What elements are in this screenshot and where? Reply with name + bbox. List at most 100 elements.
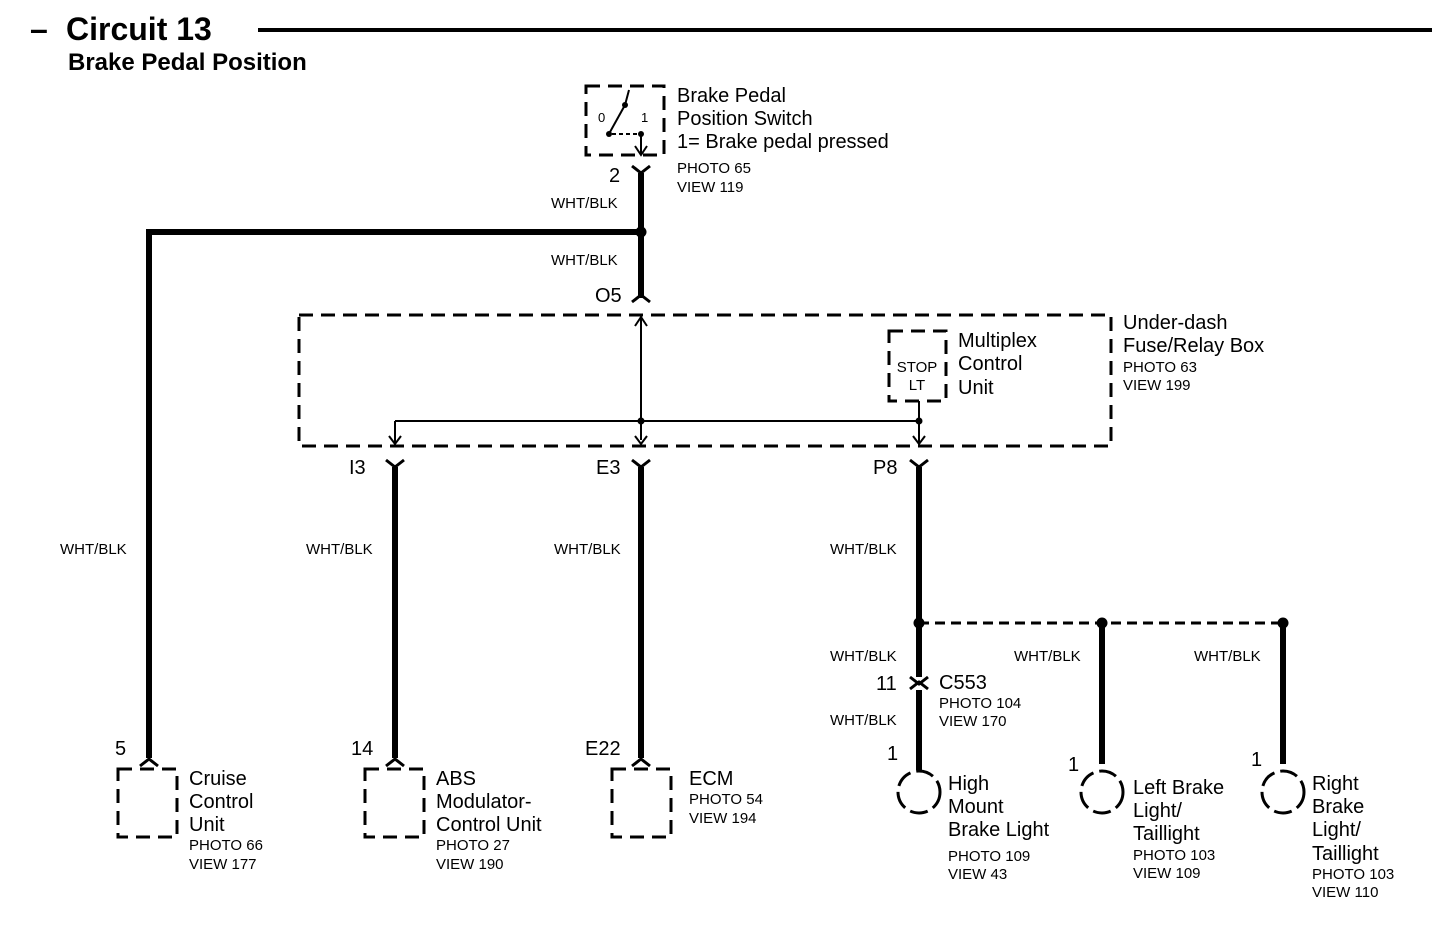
switch-pin-label: 2 [609, 165, 620, 187]
under-dash-fuse-relay-box: Under-dash Fuse/Relay Box PHOTO 63 VIEW … [297, 312, 1264, 479]
mcu-name-line-2: Control [958, 353, 1022, 375]
switch-lever-link [624, 89, 630, 106]
wire-label-abs: WHT/BLK [306, 541, 373, 558]
left-light-bulb-icon [1079, 769, 1125, 815]
high-mount-view-ref: VIEW 43 [948, 866, 1007, 883]
switch-position-1: 1 [641, 110, 648, 125]
branch-wiring: WHT/BLK WHT/BLK WHT/BLK WHT/BLK WHT/BLK … [306, 467, 1289, 770]
abs-dashed-box [363, 767, 426, 839]
left-light-photo-ref: PHOTO 103 [1133, 847, 1215, 864]
right-light-name-line-4: Taillight [1312, 843, 1379, 865]
ecm-connector [631, 757, 651, 768]
ecm-unit: E22 ECM PHOTO 54 VIEW 194 [585, 738, 763, 839]
switch-connector-symbol [631, 164, 651, 175]
title-dash: – [30, 11, 48, 47]
left-light-name-line-2: Light/ [1133, 800, 1182, 822]
right-brake-light: 1 Right Brake Light/ Taillight PHOTO 103… [1251, 749, 1394, 901]
c553-name: C553 [939, 672, 987, 694]
fuse-box-pin-e3: E3 [596, 457, 620, 479]
wire-label-p8: WHT/BLK [830, 541, 897, 558]
connector-c553: 11 C553 PHOTO 104 VIEW 170 [876, 672, 1021, 730]
cruise-control-unit: 5 Cruise Control Unit PHOTO 66 VIEW 177 [115, 738, 263, 873]
cruise-name-line-2: Control [189, 791, 253, 813]
wire-label-ecm: WHT/BLK [554, 541, 621, 558]
high-mount-name-line-1: High [948, 773, 989, 795]
high-mount-brake-light: 1 High Mount Brake Light PHOTO 109 VIEW … [887, 743, 1050, 883]
left-light-name-line-1: Left Brake [1133, 777, 1224, 799]
fuse-box-view-ref: VIEW 199 [1123, 377, 1191, 394]
mcu-inner-label-1: STOP [897, 359, 938, 376]
multiplex-control-unit: STOP LT Multiplex Control Unit [887, 329, 1037, 403]
switch-output-arrow [634, 145, 648, 157]
trunk-wiring: WHT/BLK WHT/BLK WHT/BLK O5 [60, 173, 651, 758]
c553-pin-label: 11 [876, 673, 897, 695]
left-light-name-line-3: Taillight [1133, 823, 1200, 845]
high-mount-photo-ref: PHOTO 109 [948, 848, 1030, 865]
cruise-name-line-3: Unit [189, 814, 225, 836]
fuse-box-e3-connector [631, 458, 651, 469]
internal-bus-arrow-i3 [388, 435, 402, 446]
diagram-header: – Circuit 13 Brake Pedal Position [30, 11, 1432, 76]
wire-label-hm-upper: WHT/BLK [830, 648, 897, 665]
right-light-name-line-2: Brake [1312, 796, 1364, 818]
abs-view-ref: VIEW 190 [436, 856, 504, 873]
ecm-dashed-box [610, 767, 673, 839]
right-light-view-ref: VIEW 110 [1312, 884, 1378, 901]
fuse-box-i3-connector [385, 458, 405, 469]
right-light-name-line-1: Right [1312, 773, 1359, 795]
c553-connector-upper [909, 675, 929, 686]
c553-view-ref: VIEW 170 [939, 713, 1007, 730]
cruise-pin-label: 5 [115, 738, 126, 760]
fuse-box-name-line-1: Under-dash [1123, 312, 1228, 334]
abs-name-line-1: ABS [436, 768, 476, 790]
ecm-pin-label: E22 [585, 738, 621, 760]
fuse-box-pin-p8: P8 [873, 457, 897, 479]
abs-name-line-2: Modulator- [436, 791, 532, 813]
ecm-view-ref: VIEW 194 [689, 810, 757, 827]
mcu-name-line-3: Unit [958, 377, 994, 399]
cruise-name-line-1: Cruise [189, 768, 247, 790]
abs-modulator-control-unit: 14 ABS Modulator- Control Unit PHOTO 27 … [351, 738, 542, 873]
fuse-box-pin-i3: I3 [349, 457, 366, 479]
abs-name-line-3: Control Unit [436, 814, 542, 836]
wire-label-right: WHT/BLK [1194, 648, 1261, 665]
internal-bus-arrow-e3 [634, 435, 648, 446]
high-mount-name-line-3: Brake Light [948, 819, 1050, 841]
internal-bus-junction-center [637, 417, 645, 425]
right-light-pin-label: 1 [1251, 749, 1262, 771]
cruise-view-ref: VIEW 177 [189, 856, 257, 873]
mcu-dashed-box [887, 329, 948, 403]
brake-pedal-position-switch: 0 1 Brake Pedal Position Switch 1= Brake… [584, 84, 889, 196]
fuse-box-name-line-2: Fuse/Relay Box [1123, 335, 1264, 357]
high-mount-pin-label: 1 [887, 743, 898, 765]
right-light-bulb-icon [1260, 769, 1306, 815]
right-light-name-line-3: Light/ [1312, 819, 1361, 841]
fuse-box-dashed-outline [297, 313, 1113, 448]
left-brake-light: 1 Left Brake Light/ Taillight PHOTO 103 … [1068, 754, 1224, 882]
switch-contact-bottom-left [606, 131, 612, 137]
switch-position-0: 0 [598, 110, 605, 125]
switch-name-line-3: 1= Brake pedal pressed [677, 131, 889, 153]
page-subtitle: Brake Pedal Position [68, 49, 307, 76]
cruise-dashed-box [116, 767, 179, 839]
ecm-name: ECM [689, 768, 733, 790]
switch-lever [609, 104, 626, 133]
wire-label-cruise: WHT/BLK [60, 541, 127, 558]
abs-connector [385, 757, 405, 768]
mcu-name-line-1: Multiplex [958, 330, 1037, 352]
cruise-photo-ref: PHOTO 66 [189, 837, 263, 854]
cruise-connector [139, 757, 159, 768]
switch-view-ref: VIEW 119 [677, 179, 743, 196]
wire-label-hm-lower: WHT/BLK [830, 712, 897, 729]
left-light-pin-label: 1 [1068, 754, 1079, 776]
ecm-photo-ref: PHOTO 54 [689, 791, 763, 808]
high-mount-name-line-2: Mount [948, 796, 1004, 818]
fuse-box-pin-o5: O5 [595, 285, 622, 307]
abs-photo-ref: PHOTO 27 [436, 837, 510, 854]
switch-name-line-1: Brake Pedal [677, 85, 786, 107]
fuse-box-p8-connector [909, 458, 929, 469]
wire-label-left: WHT/BLK [1014, 648, 1081, 665]
page-title: Circuit 13 [66, 11, 212, 47]
fuse-box-photo-ref: PHOTO 63 [1123, 359, 1197, 376]
